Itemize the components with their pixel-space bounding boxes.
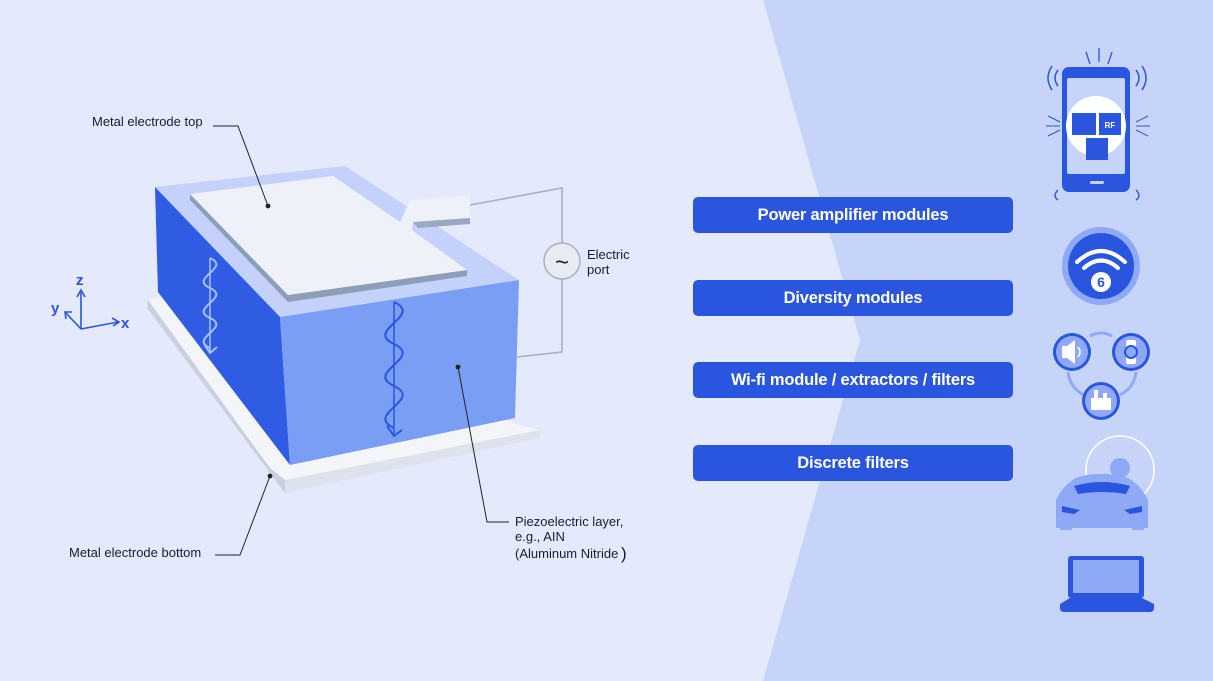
application-wifi-module[interactable]: Wi-fi module / extractors / filters — [693, 362, 1013, 398]
top-electrode-tab-edge — [413, 218, 470, 228]
bottom-electrode-left-edge — [147, 300, 285, 493]
application-diversity-modules[interactable]: Diversity modules — [693, 280, 1013, 316]
piezo-left-face — [155, 187, 290, 465]
port-symbol: ~ — [555, 249, 569, 276]
iot-devices-icon — [1053, 331, 1150, 420]
axes-indicator — [64, 288, 121, 330]
label-piezo-line1: Piezoelectric layer, — [515, 514, 623, 529]
wifi-6-icon: 6 — [1062, 227, 1140, 305]
phone-chip-rf: RF — [1105, 121, 1116, 130]
label-top-electrode: Metal electrode top — [92, 114, 203, 129]
label-piezo-paren: ) — [621, 544, 627, 563]
bottom-electrode-front-edge — [285, 430, 540, 493]
top-electrode — [190, 176, 470, 295]
piezo-front-face — [280, 280, 519, 465]
axis-y-label: y — [51, 300, 60, 317]
application-power-amplifier-modules[interactable]: Power amplifier modules — [693, 197, 1013, 233]
car-icon — [1056, 435, 1155, 530]
application-discrete-filters[interactable]: Discrete filters — [693, 445, 1013, 481]
port-label-line2: port — [587, 262, 610, 277]
label-bottom-electrode: Metal electrode bottom — [69, 545, 201, 560]
leader-lines — [213, 125, 509, 556]
port-label-line1: Electric — [587, 247, 630, 262]
ac-source-icon — [543, 242, 581, 280]
electric-port-circuit: ~ Electric port — [469, 187, 630, 358]
axis-x-label: x — [121, 315, 130, 332]
laptop-icon — [1060, 556, 1154, 612]
label-piezo-line2: e.g., AIN — [515, 529, 565, 544]
smartphone-rf-icon: RF — [1046, 48, 1150, 201]
label-piezo-line3: (Aluminum Nitride — [515, 546, 618, 561]
axis-z-label: z — [76, 272, 84, 289]
wifi-badge: 6 — [1097, 274, 1105, 290]
resonator-block — [147, 166, 540, 493]
